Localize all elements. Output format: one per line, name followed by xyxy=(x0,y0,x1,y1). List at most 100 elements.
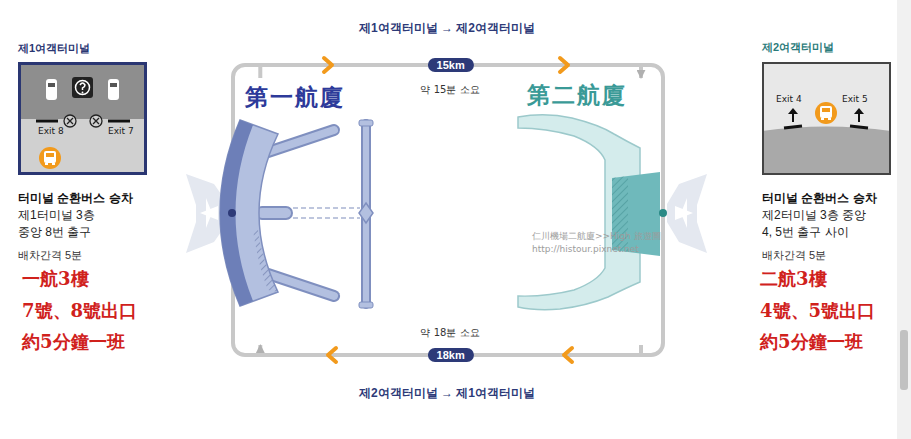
terminal1-stop-picture xyxy=(93,118,99,124)
terminal-name: 第二航廈 xyxy=(527,80,627,111)
airplane-right xyxy=(667,174,707,253)
terminal2-stop-picture xyxy=(820,106,832,118)
route-loop xyxy=(233,65,663,355)
direction-chevron xyxy=(560,58,568,72)
scrollbar xyxy=(897,0,911,439)
terminal-name: 第一航廈 xyxy=(245,82,345,113)
annotation-note: 約5分鐘一班 xyxy=(22,330,125,354)
exit-label: Exit 5 xyxy=(842,94,868,104)
watermark: http://histour.pixnet.net xyxy=(532,244,639,254)
terminal2-stop-picture xyxy=(858,113,860,122)
terminal2-stop-picture xyxy=(854,108,864,114)
stop-location: 4, 5번 출구 사이 xyxy=(762,224,849,241)
terminal-dot xyxy=(228,209,236,217)
terminal1-building xyxy=(262,208,286,218)
terminal1-stop-picture xyxy=(72,77,93,98)
terminal-dot xyxy=(659,209,667,217)
terminal1-building xyxy=(285,207,360,209)
stop-heading: 터미널 순환버스 승차 xyxy=(762,190,877,207)
exit-label: Exit 8 xyxy=(38,126,64,136)
terminal2-stop-picture xyxy=(821,118,824,120)
terminal1-building xyxy=(285,217,360,219)
terminal2-stop-picture xyxy=(762,62,891,175)
terminal1-building xyxy=(220,120,373,308)
route-title: 제1여객터미널 → 제2여객터미널 xyxy=(359,20,535,37)
stop-card: 제1여객터미널Exit 8Exit 7 xyxy=(18,62,147,175)
stop-location: 제2터미널 3층 중앙 xyxy=(762,207,866,224)
scrollbar xyxy=(900,330,908,390)
terminal-area: 第二航廈 xyxy=(515,78,655,345)
terminal1-stop-picture xyxy=(46,153,54,157)
terminal1-stop-picture xyxy=(90,115,102,127)
airplane-right xyxy=(675,198,693,228)
terminal1-building xyxy=(359,302,373,308)
stop-card: 제2여객터미널Exit 4Exit 5 xyxy=(762,62,891,175)
terminal2-building xyxy=(612,172,660,256)
interval-note: 배차간격 5분 xyxy=(762,248,826,263)
terminal1-stop-picture xyxy=(18,62,147,175)
terminal1-stop-picture xyxy=(64,115,76,127)
terminal1-building xyxy=(253,230,278,292)
annotation-note: 7號、8號出口 xyxy=(22,299,137,323)
direction-chevron xyxy=(324,58,332,72)
terminal-dot xyxy=(228,209,667,217)
terminal1-building xyxy=(359,203,373,223)
terminal1-stop-picture xyxy=(18,62,147,119)
terminal2-stop-picture xyxy=(762,62,891,175)
terminal2-stop-picture xyxy=(828,118,831,120)
terminal1-stop-picture xyxy=(67,118,73,124)
terminal1-stop-picture xyxy=(18,62,147,175)
terminal1-building xyxy=(220,120,253,306)
route-loop xyxy=(233,65,663,355)
stop-location: 중앙 8번 출구 xyxy=(18,224,91,241)
terminal-area: 第一航廈 xyxy=(240,78,385,345)
terminal2-stop-picture xyxy=(762,127,891,176)
terminal1-stop-picture xyxy=(39,147,61,169)
terminal2-building xyxy=(518,115,640,310)
terminal2-stop-picture xyxy=(822,108,830,112)
terminal1-stop-picture xyxy=(44,151,56,163)
terminal1-building xyxy=(220,120,278,306)
annotation-note: 一航3樓 xyxy=(22,267,89,291)
card-heading: 제1여객터미널 xyxy=(18,41,90,56)
terminal2-stop-picture xyxy=(815,102,837,124)
terminal2-stop-picture xyxy=(792,113,794,122)
direction-chevron xyxy=(564,348,572,362)
route-title: 제2여객터미널 → 제1여객터미널 xyxy=(359,385,535,402)
terminal1-building xyxy=(262,206,286,220)
terminal1-stop-picture xyxy=(52,163,55,165)
terminal2-building xyxy=(518,115,660,310)
terminal2-stop-picture xyxy=(784,126,802,128)
annotation-note: 約5分鐘一班 xyxy=(760,330,863,354)
terminal1-stop-picture xyxy=(82,92,84,94)
direction-chevron xyxy=(328,348,336,362)
scrollbar xyxy=(897,0,911,439)
card-heading: 제2여객터미널 xyxy=(762,40,834,55)
annotation-note: 二航3樓 xyxy=(760,267,827,291)
terminal1-stop-picture xyxy=(46,79,57,100)
terminal1-building xyxy=(359,120,373,126)
distance-pill: 15km xyxy=(428,58,474,72)
terminal2-stop-picture xyxy=(788,108,798,114)
terminal1-stop-picture xyxy=(108,79,119,100)
terminal1-stop-picture xyxy=(110,83,117,87)
stop-location: 제1터미널 3층 xyxy=(18,207,95,224)
terminal1-stop-picture xyxy=(76,81,90,95)
exit-label: Exit 4 xyxy=(776,94,802,104)
annotation-note: 4號、5號出口 xyxy=(760,299,875,323)
terminal1-stop-picture xyxy=(48,83,55,87)
terminal2-stop-picture xyxy=(850,126,868,128)
stop-heading: 터미널 순환버스 승차 xyxy=(18,190,133,207)
terminal1-stop-picture xyxy=(45,163,48,165)
airplane-right xyxy=(667,174,707,253)
travel-time: 약 18분 소요 xyxy=(420,326,479,340)
exit-label: Exit 7 xyxy=(108,126,134,136)
terminal1-stop-picture xyxy=(108,120,130,123)
interval-note: 배차간격 5분 xyxy=(18,248,82,263)
travel-time: 약 15분 소요 xyxy=(420,83,479,97)
watermark: 仁川機場二航廈>>High 旅遊圖 xyxy=(532,230,661,243)
terminal1-stop-picture xyxy=(36,120,58,123)
airplane-left xyxy=(200,198,218,228)
terminal1-stop-picture xyxy=(80,83,85,90)
distance-pill: 18km xyxy=(428,348,474,362)
